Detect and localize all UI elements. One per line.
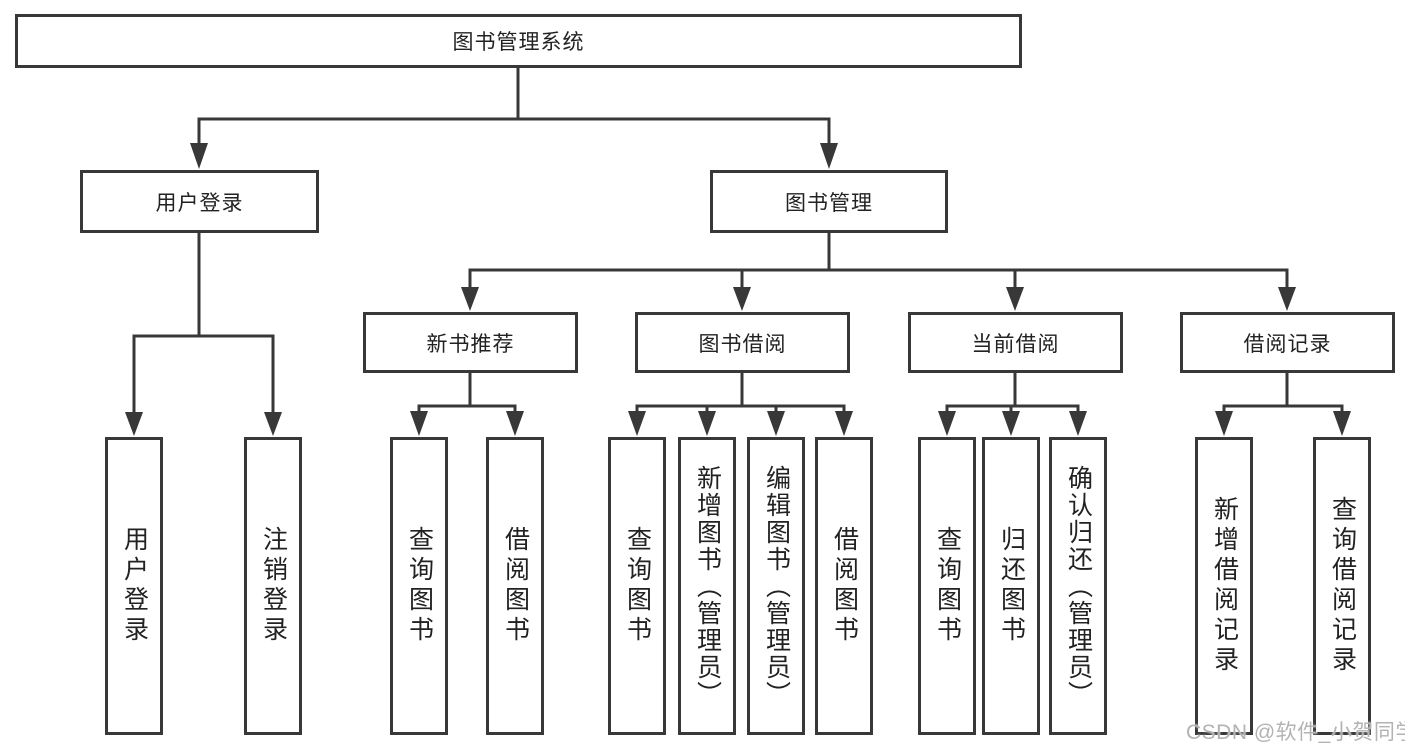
- node-library-system: 图书管理系统: [15, 14, 1022, 68]
- node-user-login: 用户登录: [80, 170, 319, 233]
- connector-user-login-children: [125, 231, 282, 436]
- node-borrow-records: 借阅记录: [1180, 312, 1395, 373]
- connector-root-to-level2: [190, 66, 838, 169]
- leaf-add-books-admin: 新增图书（管理员）: [678, 437, 736, 735]
- connector-current-borrow-children: [938, 371, 1087, 436]
- leaf-confirm-return-admin: 确认归还（管理员）: [1049, 437, 1107, 735]
- connector-new-book-recommend-children: [410, 371, 524, 436]
- leaf-query-books-current: 查询图书: [918, 437, 976, 735]
- connector-borrow-records-children: [1215, 371, 1351, 436]
- leaf-query-books-recommend: 查询图书: [390, 437, 448, 735]
- csdn-watermark: CSDN @软件_小贺同学: [1186, 721, 1405, 744]
- leaf-borrow-books: 借阅图书: [815, 437, 873, 735]
- connector-book-management-children: [461, 231, 1296, 311]
- leaf-query-borrow-record: 查询借阅记录: [1313, 437, 1371, 735]
- leaf-edit-books-admin: 编辑图书（管理员）: [747, 437, 805, 735]
- node-current-borrow: 当前借阅: [908, 312, 1123, 373]
- node-new-book-recommend: 新书推荐: [363, 312, 578, 373]
- leaf-return-books: 归还图书: [982, 437, 1040, 735]
- leaf-query-books-borrow: 查询图书: [608, 437, 666, 735]
- leaf-user-login: 用户登录: [105, 437, 163, 735]
- connector-book-borrow-children: [628, 371, 853, 436]
- leaf-add-borrow-record: 新增借阅记录: [1195, 437, 1253, 735]
- node-book-borrow: 图书借阅: [635, 312, 850, 373]
- leaf-borrow-books-recommend: 借阅图书: [486, 437, 544, 735]
- node-book-management: 图书管理: [710, 170, 948, 233]
- leaf-logout: 注销登录: [244, 437, 302, 735]
